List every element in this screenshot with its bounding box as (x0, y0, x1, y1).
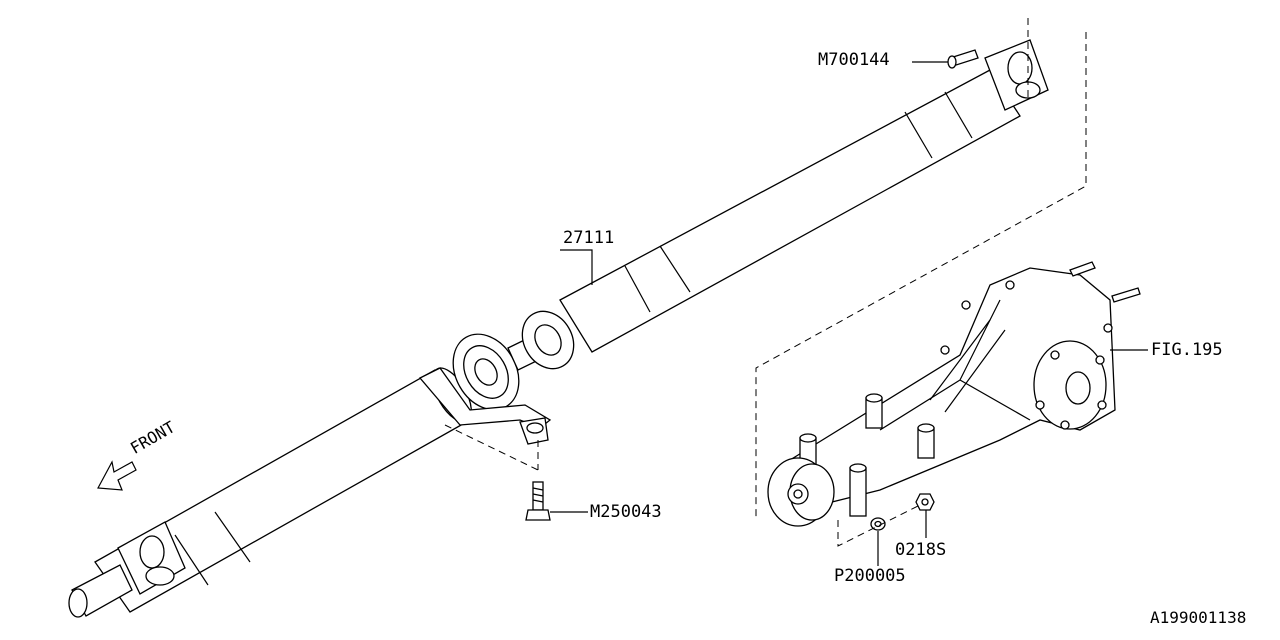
rear-differential[interactable] (755, 18, 1141, 527)
diagram-code: A199001138 (1150, 608, 1247, 627)
bolt-m700144-part[interactable] (947, 49, 979, 69)
dashed-guide-hardware (837, 504, 921, 547)
callout-p200005[interactable]: P200005 (834, 566, 906, 586)
front-arrow-icon (97, 460, 137, 491)
callout-m250043[interactable]: M250043 (590, 502, 662, 522)
bolt-m250043-part[interactable] (525, 481, 551, 521)
nut-0218s-part[interactable] (915, 493, 935, 511)
callout-0218s[interactable]: 0218S (895, 540, 947, 560)
callout-fig195[interactable]: FIG.195 (1151, 340, 1223, 360)
leader-27111 (560, 249, 593, 285)
callout-27111[interactable]: 27111 (563, 228, 615, 248)
dashed-guide-bracket (444, 424, 539, 471)
callout-m700144[interactable]: M700144 (818, 50, 890, 70)
center-bearing-bracket[interactable] (418, 367, 552, 445)
propeller-shaft[interactable] (68, 39, 1049, 618)
